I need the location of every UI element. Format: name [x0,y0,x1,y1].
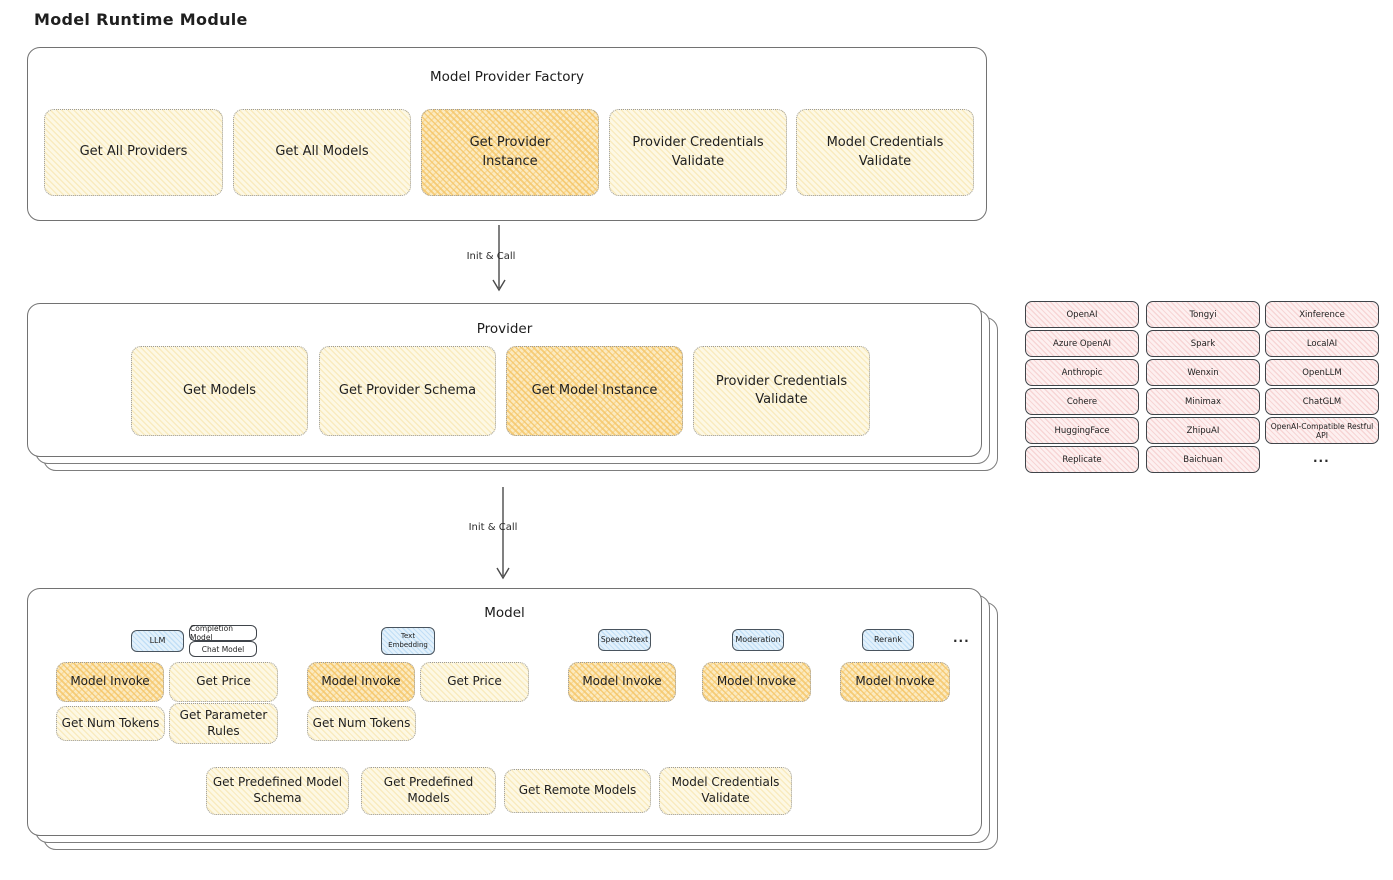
node-llm-get-num-tokens: Get Num Tokens [56,706,165,741]
providers-more-ellipsis: ... [1313,451,1330,465]
node-llm-get-price: Get Price [169,662,278,702]
arrow-factory-to-provider [492,225,506,292]
node-model-credentials-validate: Model Credentials Validate [796,109,974,196]
provider-pill-openllm: OpenLLM [1265,359,1379,386]
provider-pill-spark: Spark [1146,330,1260,357]
node-get-models: Get Models [131,346,308,436]
tag-chat-model: Chat Model [189,641,257,657]
tag-moderation: Moderation [732,629,784,651]
provider-container: Provider Get Models Get Provider Schema … [27,303,982,457]
model-container: Model LLM Completion Model Chat Model Te… [27,588,982,836]
tag-text-embedding: Text Embedding [381,627,435,655]
tag-completion-model: Completion Model [189,624,257,642]
provider-pill-baichuan: Baichuan [1146,446,1260,473]
tag-rerank: Rerank [862,629,914,651]
node-mod-model-invoke: Model Invoke [702,662,811,702]
node-get-provider-schema: Get Provider Schema [319,346,496,436]
node-s2t-model-invoke: Model Invoke [568,662,676,702]
node-llm-get-parameter-rules: Get Parameter Rules [169,703,278,744]
provider-pill-xinference: Xinference [1265,301,1379,328]
node-get-model-instance: Get Model Instance [506,346,683,436]
provider-pill-replicate: Replicate [1025,446,1139,473]
tag-llm: LLM [131,630,184,652]
node-get-remote-models: Get Remote Models [504,769,651,813]
node-get-all-models: Get All Models [233,109,411,196]
provider-pill-chatglm: ChatGLM [1265,388,1379,415]
provider-pill-openai-compatible: OpenAI-Compatible Restful API [1265,417,1379,444]
node-get-provider-instance: Get Provider Instance [421,109,599,196]
node-emb-get-num-tokens: Get Num Tokens [307,706,416,741]
node-provider-credentials-validate: Provider Credentials Validate [609,109,787,196]
node-llm-model-invoke: Model Invoke [56,662,164,702]
diagram-title: Model Runtime Module [34,10,248,29]
provider-pill-anthropic: Anthropic [1025,359,1139,386]
node-model-credentials-validate-2: Model Credentials Validate [659,767,792,815]
provider-pill-minimax: Minimax [1146,388,1260,415]
node-emb-model-invoke: Model Invoke [307,662,415,702]
provider-title: Provider [476,321,533,337]
arrow2-label: Init & Call [468,522,518,533]
arrow-provider-to-model [496,487,510,580]
node-provider-credentials-validate-2: Provider Credentials Validate [693,346,870,436]
model-more-ellipsis: ... [953,631,970,645]
factory-container: Model Provider Factory Get All Providers… [27,47,987,221]
provider-pill-openai: OpenAI [1025,301,1139,328]
provider-pill-huggingface: HuggingFace [1025,417,1139,444]
node-emb-get-price: Get Price [420,662,529,702]
model-title: Model [484,605,525,621]
provider-pill-tongyi: Tongyi [1146,301,1260,328]
node-get-predefined-model-schema: Get Predefined Model Schema [206,767,349,815]
provider-pill-azure-openai: Azure OpenAI [1025,330,1139,357]
node-get-predefined-models: Get Predefined Models [361,767,496,815]
node-get-all-providers: Get All Providers [44,109,223,196]
node-rerank-model-invoke: Model Invoke [840,662,950,702]
provider-pill-wenxin: Wenxin [1146,359,1260,386]
tag-speech2text: Speech2text [598,629,651,651]
provider-pill-cohere: Cohere [1025,388,1139,415]
factory-title: Model Provider Factory [429,69,584,85]
provider-pill-localai: LocalAI [1265,330,1379,357]
arrow1-label: Init & Call [466,251,516,262]
provider-pill-zhipuai: ZhipuAI [1146,417,1260,444]
